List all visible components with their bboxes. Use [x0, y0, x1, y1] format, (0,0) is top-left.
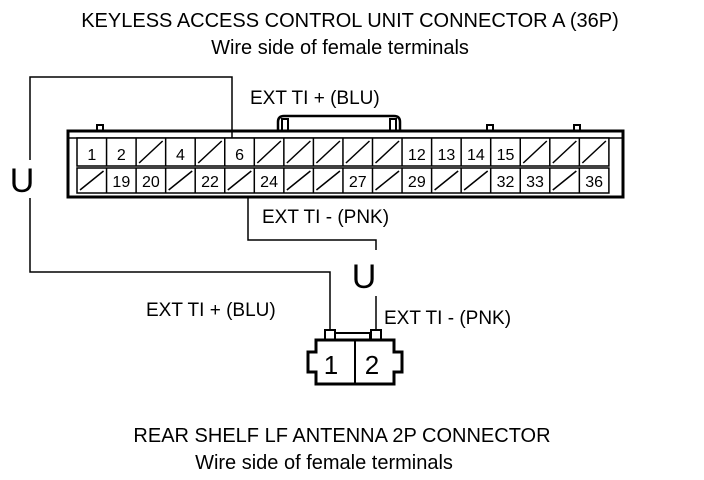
cavity-empty: [315, 170, 341, 191]
pin-27: 27: [349, 174, 367, 191]
pin-14: 14: [467, 147, 485, 164]
label-ext-ti-plus-top: EXT TI + (BLU): [250, 88, 380, 109]
cavity-empty: [79, 170, 105, 191]
pin-32: 32: [497, 174, 515, 191]
cavity-empty: [375, 170, 400, 191]
pin-33: 33: [526, 174, 544, 191]
footer-line2: Wire side of female terminals: [195, 452, 453, 474]
connector-b: 1 2: [306, 329, 404, 386]
pin-36: 36: [585, 174, 603, 191]
label-ext-ti-plus-bottom: EXT TI + (BLU): [146, 300, 276, 321]
cavity-empty: [315, 140, 341, 164]
cavity-empty: [345, 140, 371, 164]
pin-2: 2: [117, 147, 126, 164]
connector-b-pin-2: 2: [365, 350, 379, 380]
pin-20: 20: [142, 174, 160, 191]
pin-19: 19: [112, 174, 130, 191]
wire-ext-ti-minus: [247, 196, 377, 330]
title-line2: Wire side of female terminals: [211, 37, 469, 59]
twist-symbol-left: U: [10, 162, 35, 200]
pin-15: 15: [497, 147, 515, 164]
wire-ext-ti-plus: [29, 76, 331, 330]
cavity-empty: [138, 140, 164, 164]
cavity-empty: [256, 140, 282, 164]
label-ext-ti-minus-bottom: EXT TI - (PNK): [384, 308, 511, 329]
cavity-empty: [463, 170, 489, 191]
connector-b-pin-1: 1: [324, 350, 338, 380]
pin-22: 22: [201, 174, 219, 191]
twist-symbol-right: U: [352, 258, 377, 296]
cavity-empty: [552, 140, 577, 164]
pin-29: 29: [408, 174, 426, 191]
cavity-empty: [522, 140, 548, 164]
cavity-empty: [168, 170, 193, 191]
cavity-empty: [286, 170, 311, 191]
title-line1: KEYLESS ACCESS CONTROL UNIT CONNECTOR A …: [81, 10, 619, 32]
footer-line1: REAR SHELF LF ANTENNA 2P CONNECTOR: [133, 425, 550, 447]
cavity-empty: [581, 140, 607, 164]
pin-12: 12: [408, 147, 426, 164]
label-ext-ti-minus-mid: EXT TI - (PNK): [262, 207, 389, 228]
cavity-empty: [227, 170, 252, 191]
pin-4: 4: [176, 147, 185, 164]
cavity-empty: [434, 170, 459, 191]
pin-6: 6: [235, 147, 244, 164]
cavity-empty: [374, 140, 400, 164]
pin-1: 1: [87, 147, 96, 164]
pin-13: 13: [437, 147, 455, 164]
pin-24: 24: [260, 174, 278, 191]
cavity-empty: [286, 140, 311, 164]
cavity-empty: [552, 170, 577, 191]
cavity-empty: [197, 140, 223, 164]
